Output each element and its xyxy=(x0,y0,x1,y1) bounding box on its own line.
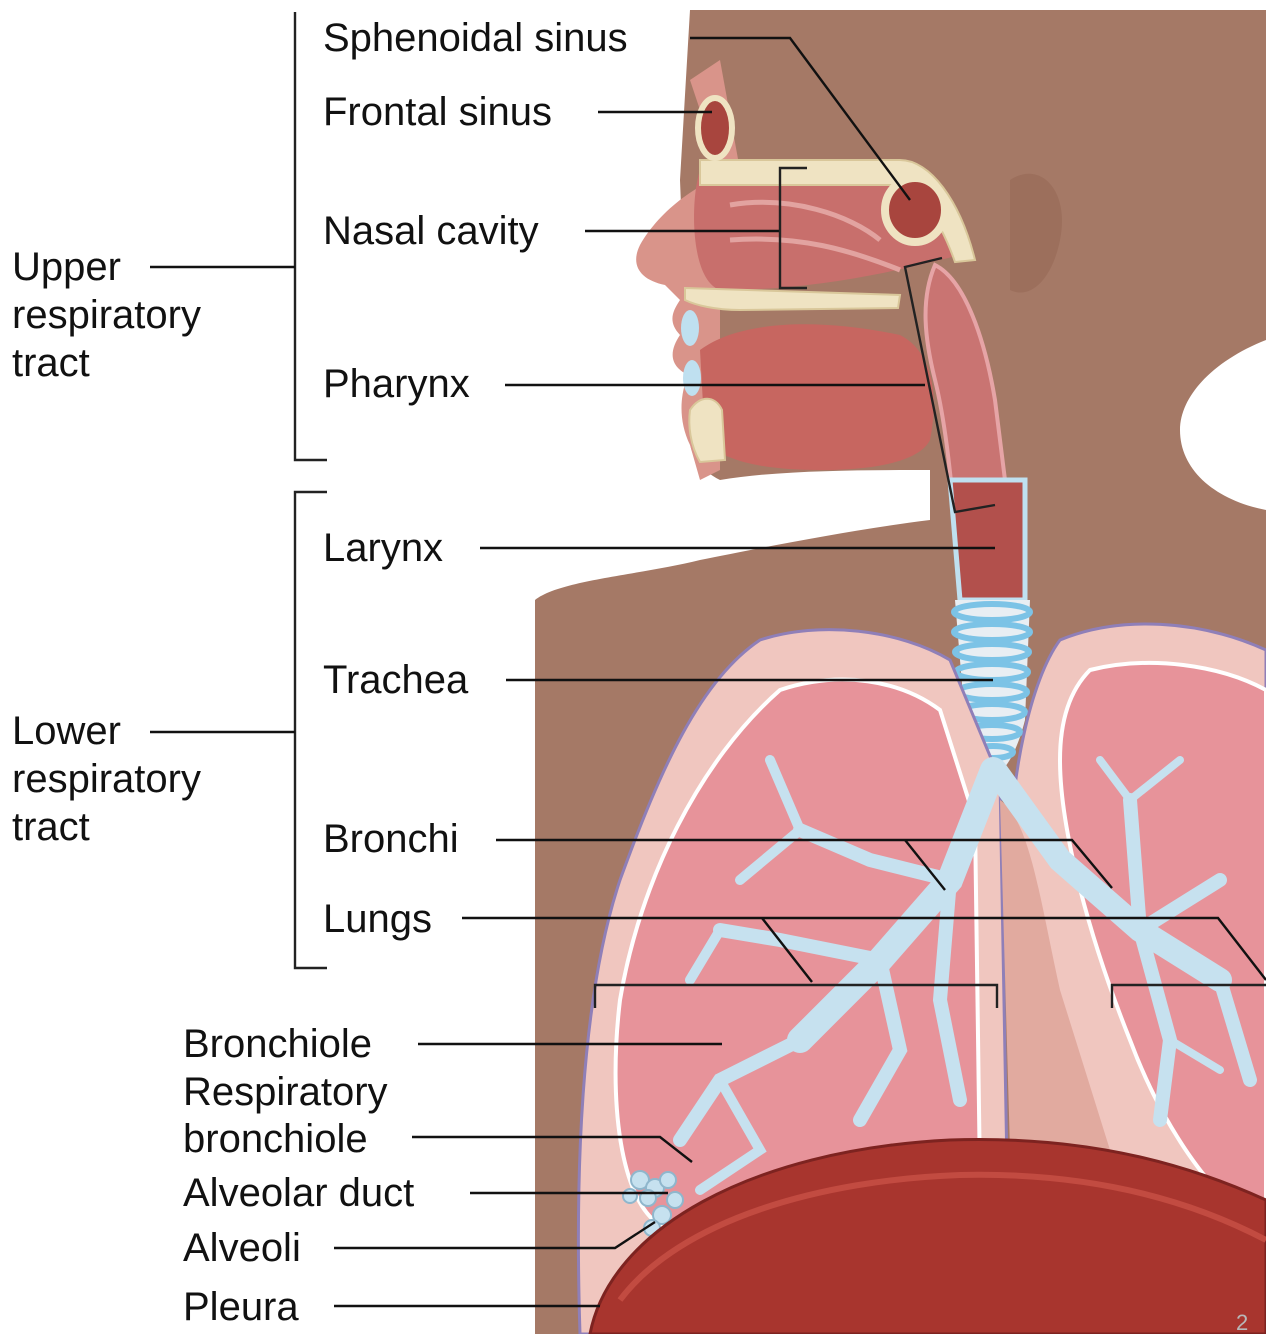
label-upper-line1: Upper xyxy=(12,245,121,289)
label-alveolar-duct: Alveolar duct xyxy=(183,1171,414,1215)
upper-tract-bracket xyxy=(150,12,327,460)
label-frontal-sinus: Frontal sinus xyxy=(323,90,552,134)
label-respiratory-bronchiole-line2: bronchiole xyxy=(183,1117,368,1161)
page-number: 2 xyxy=(1236,1310,1248,1334)
label-lower-line1: Lower xyxy=(12,709,121,753)
label-bronchiole: Bronchiole xyxy=(183,1022,372,1066)
anatomy-illustration xyxy=(535,10,1266,1334)
frontal-sinus xyxy=(698,98,732,158)
lower-tract-bracket xyxy=(150,492,327,968)
label-lungs: Lungs xyxy=(323,897,432,941)
label-bronchi: Bronchi xyxy=(323,817,459,861)
label-lower-line2: respiratory xyxy=(12,757,201,801)
tongue xyxy=(700,324,934,470)
label-lower-line3: tract xyxy=(12,805,90,849)
larynx-shape xyxy=(950,480,1025,600)
label-sphenoidal-sinus: Sphenoidal sinus xyxy=(323,16,628,60)
label-trachea: Trachea xyxy=(323,658,469,702)
label-pleura: Pleura xyxy=(183,1285,299,1329)
mandible xyxy=(689,399,725,462)
label-respiratory-bronchiole-line1: Respiratory xyxy=(183,1070,388,1114)
label-alveoli: Alveoli xyxy=(183,1226,301,1270)
label-upper-line2: respiratory xyxy=(12,293,201,337)
label-pharynx: Pharynx xyxy=(323,362,470,406)
label-larynx: Larynx xyxy=(323,526,443,570)
lower-teeth xyxy=(683,360,701,396)
label-upper-line3: tract xyxy=(12,341,90,385)
sphenoidal-sinus xyxy=(885,178,945,242)
label-nasal-cavity: Nasal cavity xyxy=(323,209,539,253)
upper-teeth xyxy=(681,310,699,346)
